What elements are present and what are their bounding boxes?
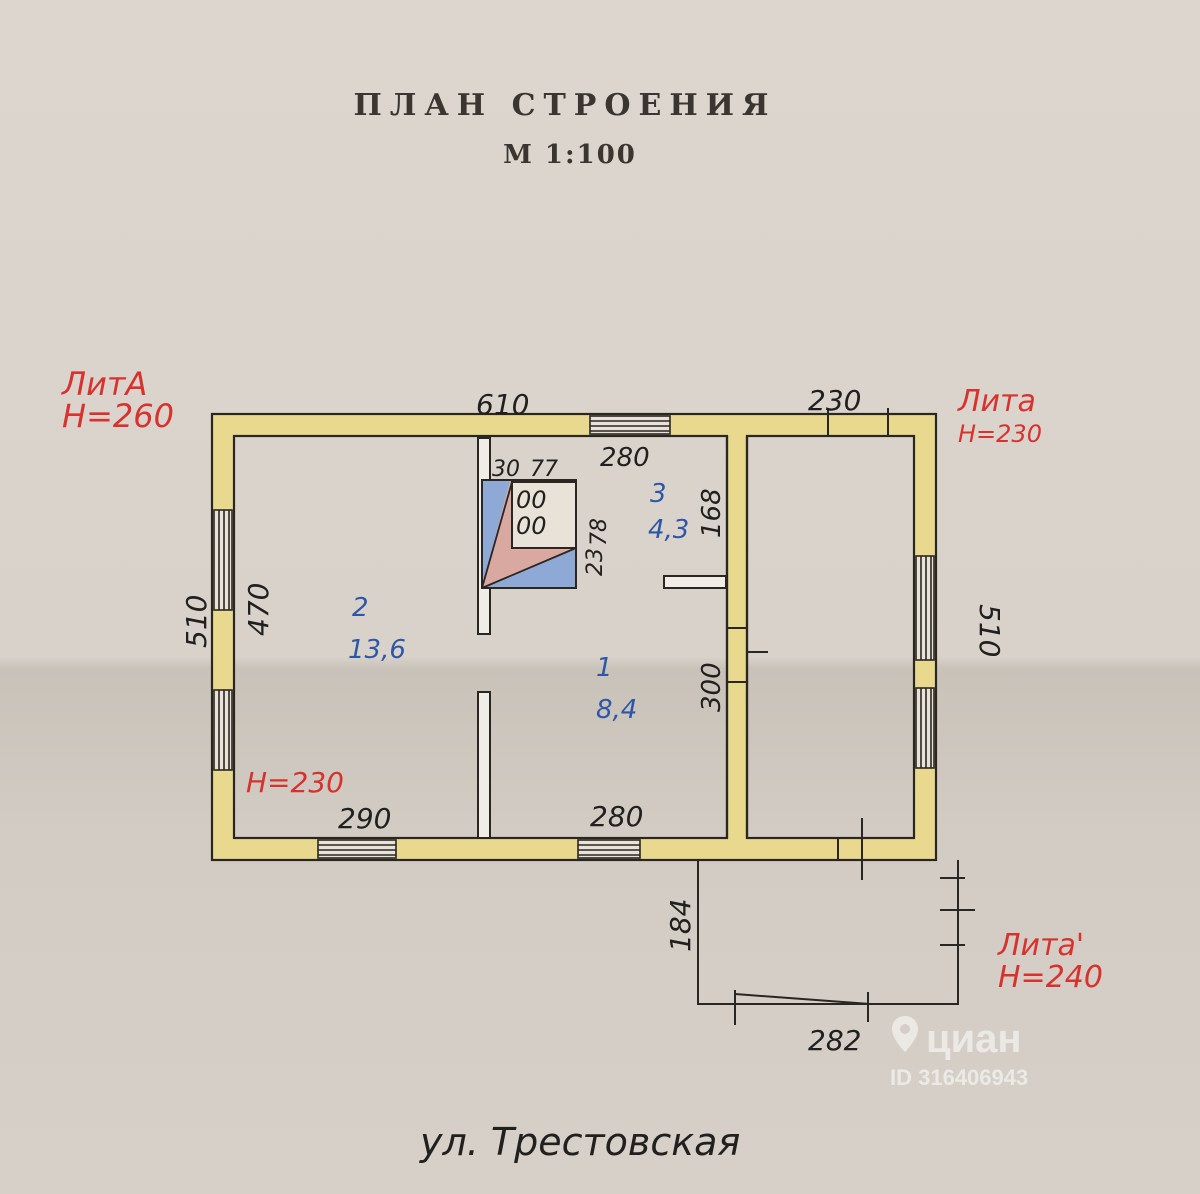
dim-left-outer: 510 [180,595,213,648]
dim-kitchen-top: 280 [600,443,650,473]
stove-mark-2: 00 [516,512,547,540]
lit-a-height: Н=260 [62,397,174,435]
room2-height-label: Н=230 [246,766,344,799]
dim-top-left: 610 [476,388,529,421]
watermark-id: ID 316406943 [890,1065,1029,1090]
watermark: циан ID 316406943 [890,1015,1110,1091]
street-label: ул. Трестовская [420,1120,741,1164]
annex-outline [697,408,975,1025]
windows [213,415,935,859]
lit-a2-name: Лита [958,384,1036,419]
room-3-area: 4,3 [648,515,689,545]
room-2-area: 13,6 [348,635,406,665]
lit-a2-height: Н=230 [958,420,1042,448]
dim-top-right: 230 [808,384,861,417]
dim-stove-w1: 30 [492,457,520,482]
room-2-number: 2 [352,593,369,623]
dim-stove-h2: 78 [587,518,612,546]
lit-a2-label: Лита Н=230 [958,386,1042,450]
dim-annex-height: 184 [664,899,697,952]
lit-a-label: ЛитА Н=260 [62,368,174,432]
dim-stove-h1: 23 [583,548,608,576]
partition-lower [477,691,491,839]
dim-bottom-mid: 280 [590,800,643,833]
partition-kitchen [663,575,727,589]
room-3-number: 3 [650,479,667,509]
dim-kitchen-height: 168 [697,488,727,538]
room-1-number: 1 [596,653,613,683]
dim-stove-w2: 77 [530,457,558,482]
lit-a-name: ЛитА [62,365,148,403]
lit-a-prime-label: Лита' Н=240 [998,930,1103,994]
dim-bottom-left: 290 [338,802,391,835]
dim-right-outer: 510 [973,604,1006,657]
stove-mark-1: 00 [516,486,547,514]
plan-title: ПЛАН СТРОЕНИЯ [353,88,777,123]
stove [481,479,577,589]
location-pin-icon [890,1015,920,1063]
watermark-brand: циан [926,1016,1022,1061]
lit-a-prime-height: Н=240 [998,960,1103,995]
door-opening [727,627,768,683]
dim-annex-width: 282 [808,1024,861,1057]
dim-left-inner: 470 [242,583,275,636]
dim-hall-height: 300 [697,662,727,712]
plan-scale: М 1:100 [503,140,637,170]
lit-a-prime-name: Лита' [998,928,1085,963]
room-1-area: 8,4 [596,695,637,725]
